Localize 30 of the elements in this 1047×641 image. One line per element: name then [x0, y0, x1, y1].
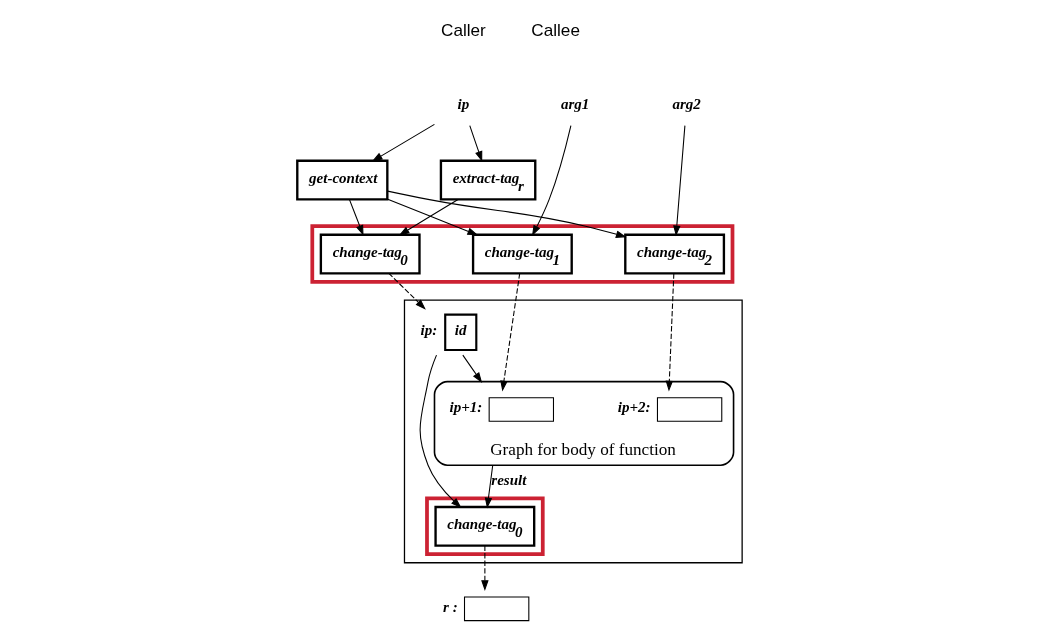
arrow: [665, 273, 674, 392]
node-label: r :: [442, 598, 458, 615]
arrow: [672, 125, 685, 237]
label: Callee: [530, 20, 580, 41]
arrow: [371, 123, 435, 162]
node-label: ip+2:: [617, 399, 651, 416]
node-text: arg1: [560, 96, 589, 113]
arrow: [499, 273, 520, 392]
arrow: [386, 190, 627, 238]
node-text: ip: [457, 96, 469, 113]
label: Caller: [440, 20, 486, 41]
arrow: [419, 354, 462, 509]
arrow: [461, 354, 482, 383]
arrow: [484, 464, 493, 509]
node-label: ip+1:: [449, 399, 482, 416]
arrow: [398, 198, 459, 236]
edge-label: result: [490, 471, 526, 488]
arrow: [348, 199, 363, 236]
node-label: ip:: [420, 322, 437, 339]
node-box: [488, 397, 554, 422]
node-box: [656, 397, 722, 422]
arrow: [386, 198, 478, 236]
arrow: [468, 125, 482, 162]
node-box: get-context: [295, 159, 388, 201]
arrow: [387, 272, 426, 310]
node-box: id: [443, 313, 477, 352]
arrow: [480, 545, 489, 591]
arrow: [531, 125, 571, 236]
node-text: arg2: [671, 96, 701, 113]
node-box: [463, 596, 529, 622]
